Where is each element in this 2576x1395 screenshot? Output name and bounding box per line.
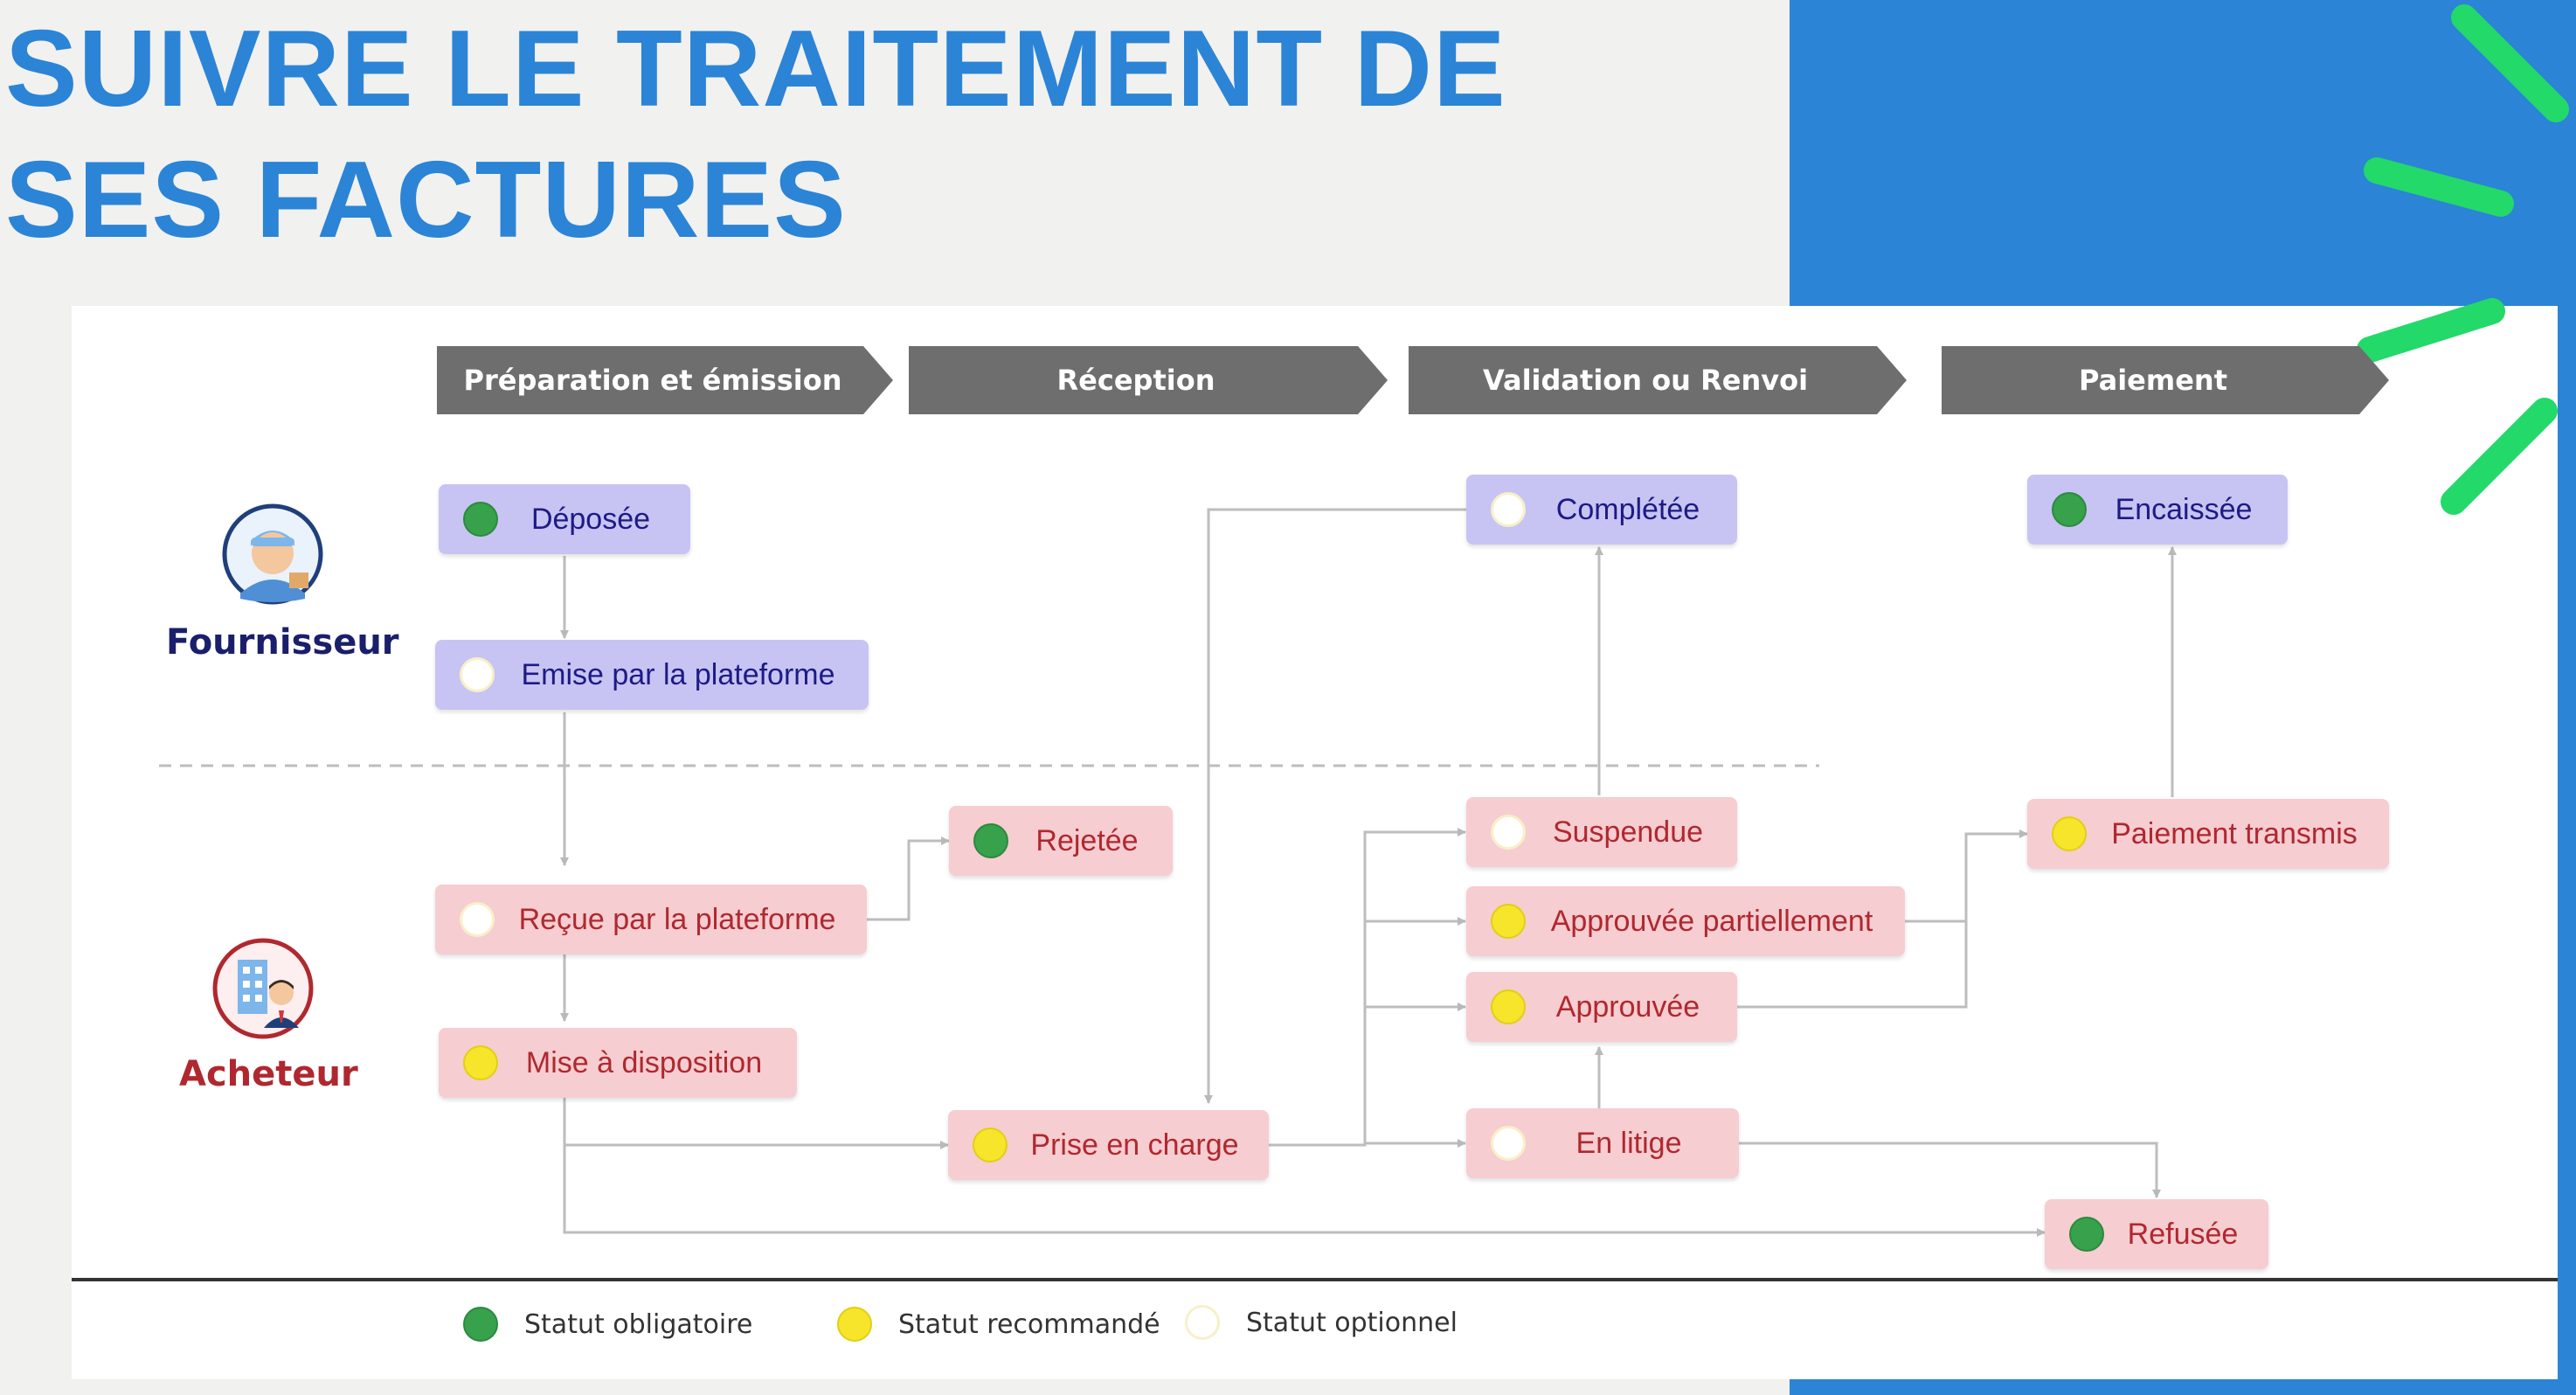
node-suspendue-label: Suspendue xyxy=(1552,815,1704,849)
node-approuvee-part-label: Approuvée partiellement xyxy=(1550,904,1873,938)
edge-litige-refusee xyxy=(1739,1142,2161,1198)
phase-reception: Réception xyxy=(909,346,1388,414)
phase-preparation: Préparation et émission xyxy=(437,346,893,414)
status-optionnel-dot xyxy=(460,657,495,692)
buyer-label: Acheteur xyxy=(179,1054,358,1094)
status-recommande-dot xyxy=(1491,904,1526,939)
node-completee-label: Complétée xyxy=(1555,492,1700,526)
node-emise-label: Emise par la plateforme xyxy=(521,657,835,691)
node-litige-label: En litige xyxy=(1575,1126,1682,1160)
node-rejetee-label: Rejetée xyxy=(1035,823,1139,857)
node-paiement-transmis-label: Paiement transmis xyxy=(2111,816,2358,850)
status-recommande-dot xyxy=(2052,816,2087,851)
legend-green-dot xyxy=(463,1307,498,1342)
phase-paiement: Paiement xyxy=(1942,346,2389,414)
node-recue-label: Reçue par la plateforme xyxy=(518,902,836,936)
legend-obligatoire-label: Statut obligatoire xyxy=(524,1308,753,1340)
node-deposee: Déposée xyxy=(439,484,690,554)
legend-optionnel: Statut optionnel xyxy=(1185,1305,1458,1340)
node-refusee: Refusée xyxy=(2045,1199,2268,1269)
edge-mise-refusee xyxy=(563,1136,2046,1237)
page-title-line-2: SES FACTURES xyxy=(5,140,847,260)
node-deposee-label: Déposée xyxy=(530,502,651,536)
node-approuvee-partiellement: Approuvée partiellement xyxy=(1466,886,1905,956)
status-obligatoire-dot xyxy=(463,502,498,537)
legend-recommande-label: Statut recommandé xyxy=(898,1308,1160,1340)
legend-yellow-dot xyxy=(837,1307,872,1342)
node-rejetee: Rejetée xyxy=(949,806,1173,876)
node-prise-label: Prise en charge xyxy=(1030,1128,1239,1162)
deco-dash-1 xyxy=(2451,4,2569,122)
phase-validation: Validation ou Renvoi xyxy=(1409,346,1907,414)
status-obligatoire-dot xyxy=(973,823,1008,858)
edge-mise-prise xyxy=(563,1098,949,1149)
edge-prise-suspendue xyxy=(1269,828,1466,1147)
status-obligatoire-dot xyxy=(2069,1217,2104,1252)
node-approuvee: Approuvée xyxy=(1466,972,1737,1042)
node-emise: Emise par la plateforme xyxy=(435,640,869,710)
phase-paiement-label: Paiement xyxy=(2079,364,2227,397)
node-litige: En litige xyxy=(1466,1108,1739,1178)
status-optionnel-dot xyxy=(1491,492,1526,527)
edge-completee-prise xyxy=(1204,508,1466,1104)
page-title: SUIVRE LE TRAITEMENT DE SES FACTURES xyxy=(5,3,1506,266)
deco-dash-2 xyxy=(2364,157,2514,217)
node-mise: Mise à disposition xyxy=(439,1028,797,1098)
status-recommande-dot xyxy=(463,1045,498,1080)
node-approuvee-label: Approuvée xyxy=(1555,989,1700,1024)
status-recommande-dot xyxy=(1491,989,1526,1024)
node-completee: Complétée xyxy=(1466,475,1737,545)
node-paiement-transmis: Paiement transmis xyxy=(2027,799,2389,869)
buyer-avatar-icon xyxy=(211,937,315,1040)
status-recommande-dot xyxy=(973,1128,1008,1162)
node-encaissee: Encaissée xyxy=(2027,475,2288,545)
page-title-line-1: SUIVRE LE TRAITEMENT DE xyxy=(5,9,1506,129)
status-optionnel-dot xyxy=(460,902,495,937)
status-obligatoire-dot xyxy=(2052,492,2087,527)
legend-white-dot xyxy=(1185,1305,1220,1340)
node-refusee-label: Refusée xyxy=(2127,1217,2239,1251)
node-prise: Prise en charge xyxy=(948,1110,1269,1180)
phase-preparation-label: Préparation et émission xyxy=(463,364,842,397)
edge-recue-rejetee xyxy=(867,836,950,921)
status-optionnel-dot xyxy=(1491,815,1526,850)
node-mise-label: Mise à disposition xyxy=(525,1045,763,1079)
phase-reception-label: Réception xyxy=(1056,364,1215,397)
supplier-label: Fournisseur xyxy=(166,622,399,663)
decorative-green-dashes xyxy=(2357,4,2569,515)
node-recue: Reçue par la plateforme xyxy=(435,885,867,954)
supplier-avatar-icon xyxy=(221,503,324,606)
legend-recommande: Statut recommandé xyxy=(837,1307,1160,1342)
status-optionnel-dot xyxy=(1491,1126,1526,1161)
node-encaissee-label: Encaissée xyxy=(2115,492,2253,526)
deco-dash-4 xyxy=(2441,398,2558,515)
legend-optionnel-label: Statut optionnel xyxy=(1246,1307,1458,1338)
legend-obligatoire: Statut obligatoire xyxy=(463,1307,752,1342)
deco-dash-3 xyxy=(2357,298,2505,363)
phase-validation-label: Validation ou Renvoi xyxy=(1482,364,1809,397)
node-suspendue: Suspendue xyxy=(1466,797,1737,867)
